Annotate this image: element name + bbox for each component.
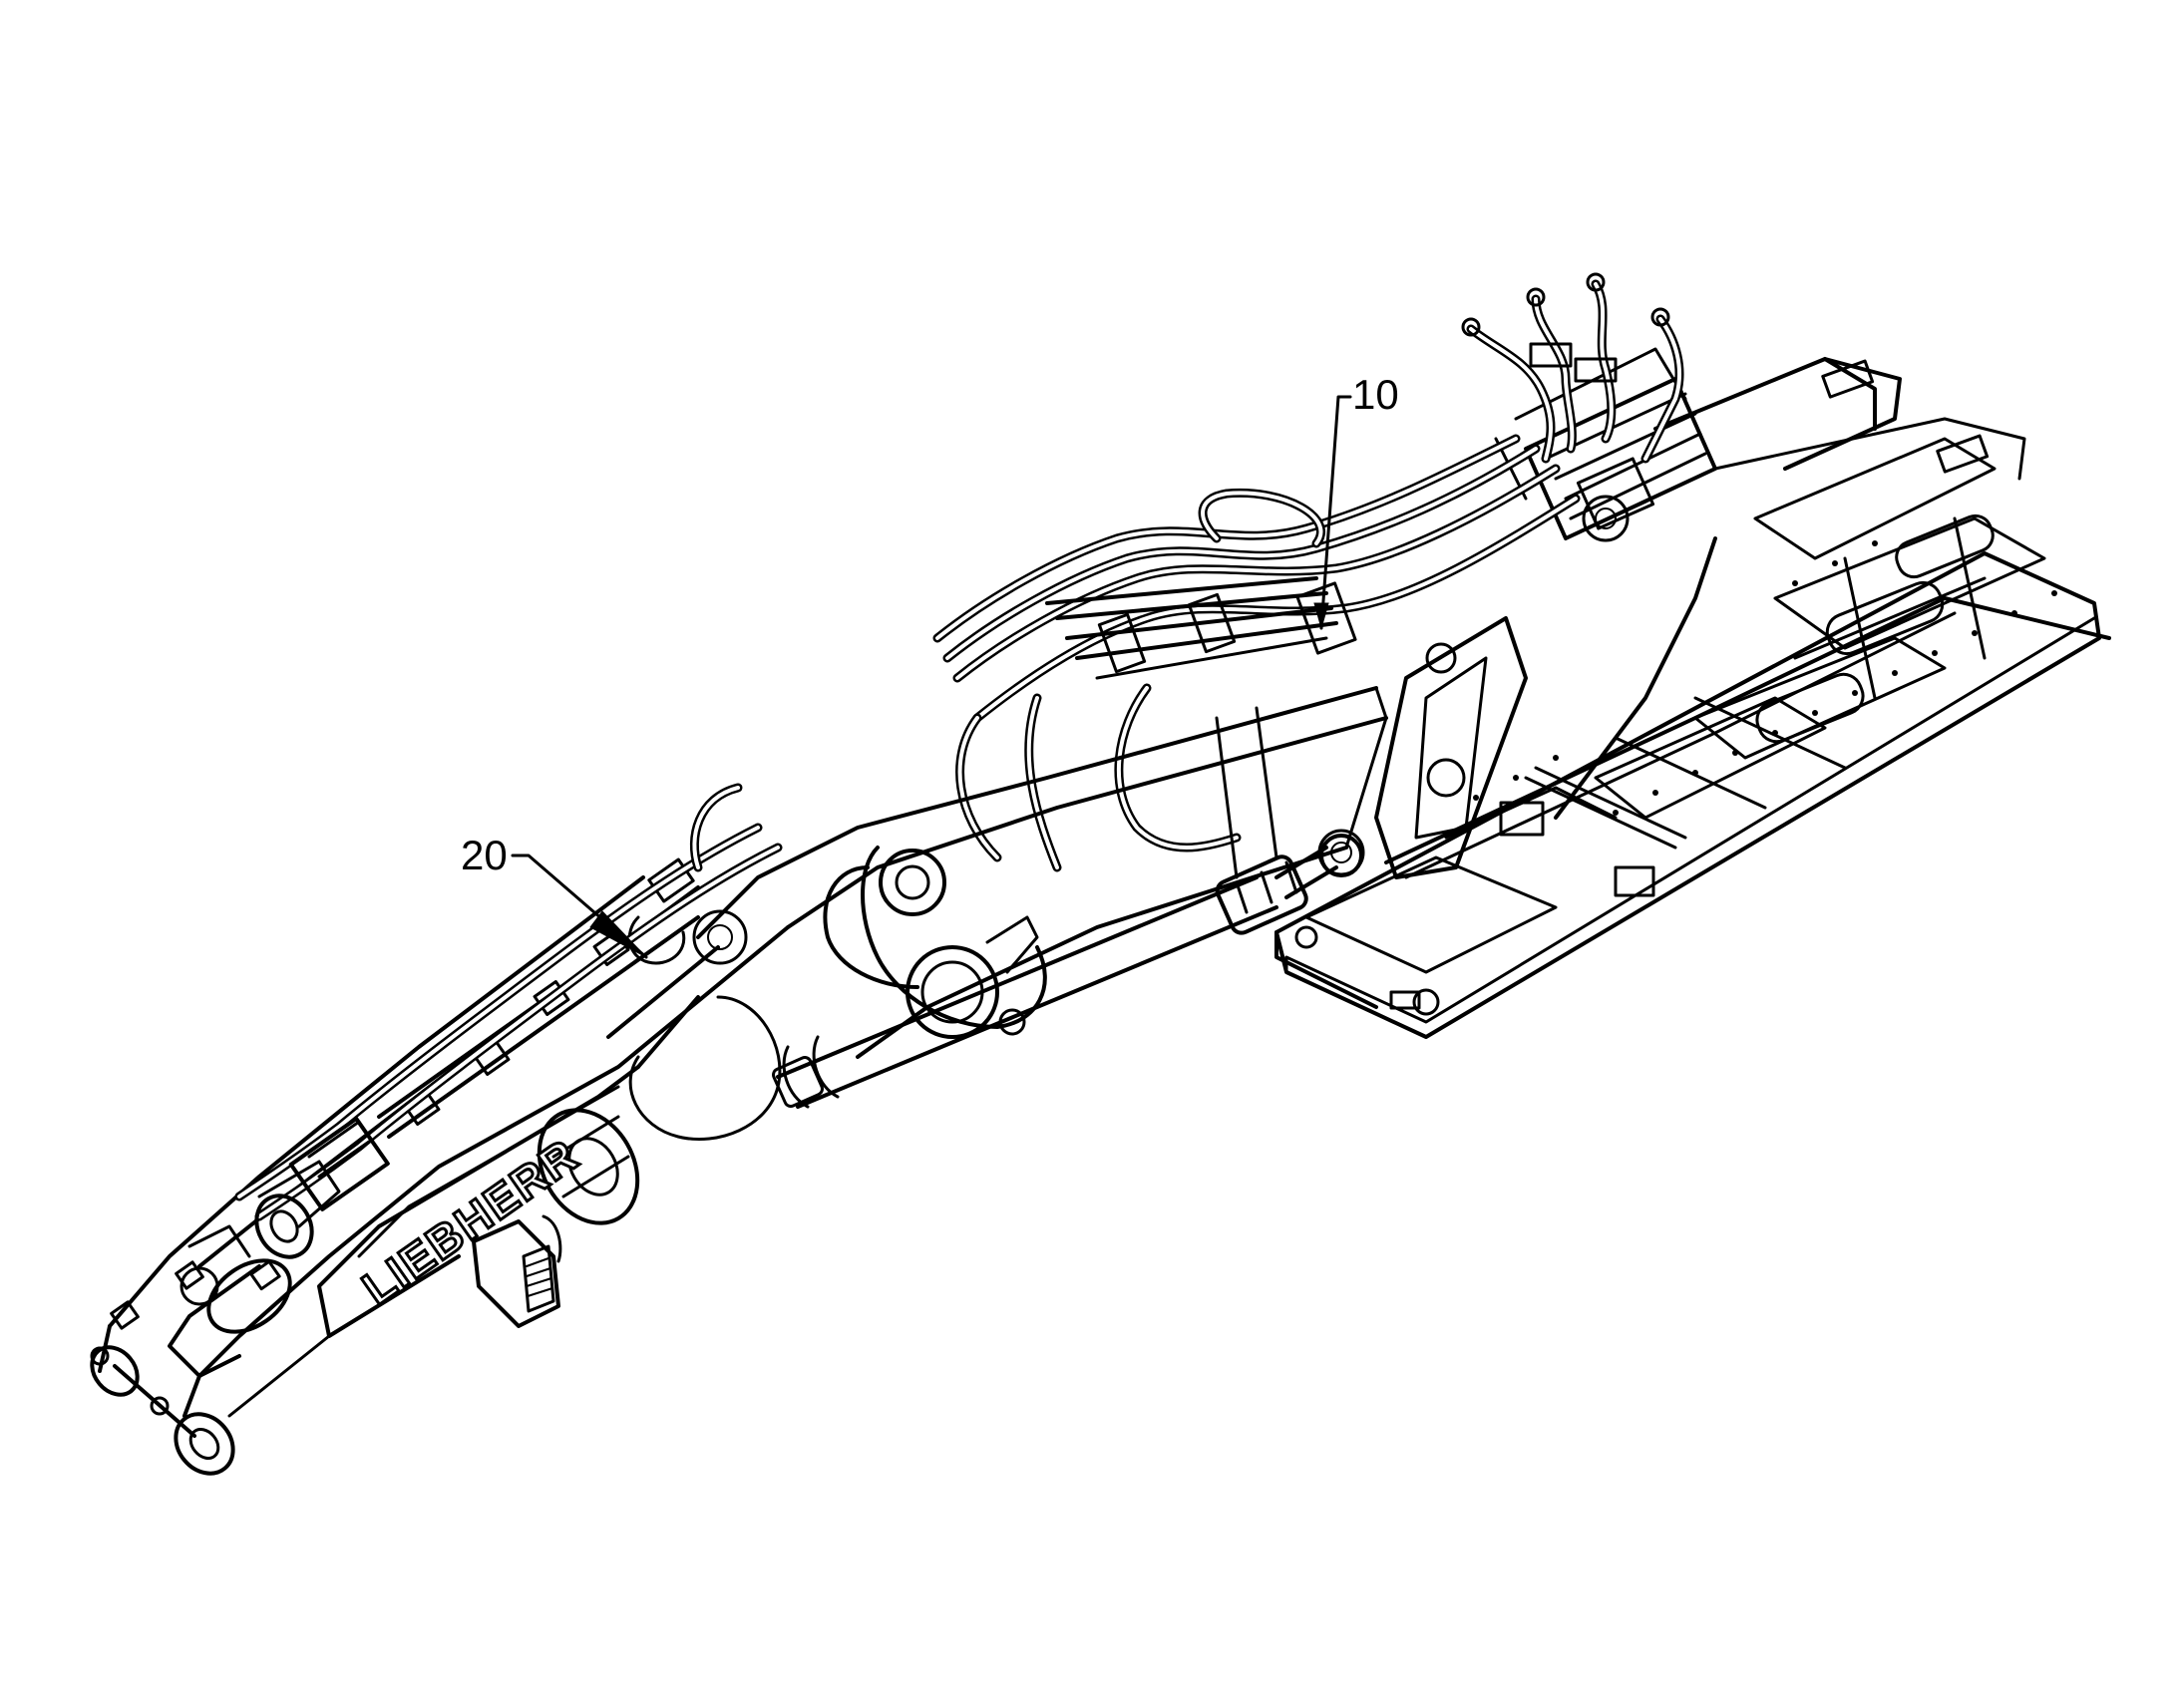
callout-arrow-20 (589, 910, 647, 958)
hose-bundle (932, 434, 1581, 872)
callout-label-20: 20 (461, 832, 508, 878)
callout-20: 20 (461, 832, 648, 959)
free-hose-ends (1461, 272, 1684, 464)
frame-rivets (1473, 540, 2057, 816)
sensor-box (472, 1214, 562, 1328)
callout-10: 10 (1313, 371, 1399, 630)
stick-arm (90, 783, 790, 1476)
uppercarriage-frame (1274, 357, 2111, 1039)
callout-arrow-10 (1313, 602, 1329, 630)
callout-label-10: 10 (1352, 371, 1399, 418)
main-boom (696, 686, 1388, 1109)
